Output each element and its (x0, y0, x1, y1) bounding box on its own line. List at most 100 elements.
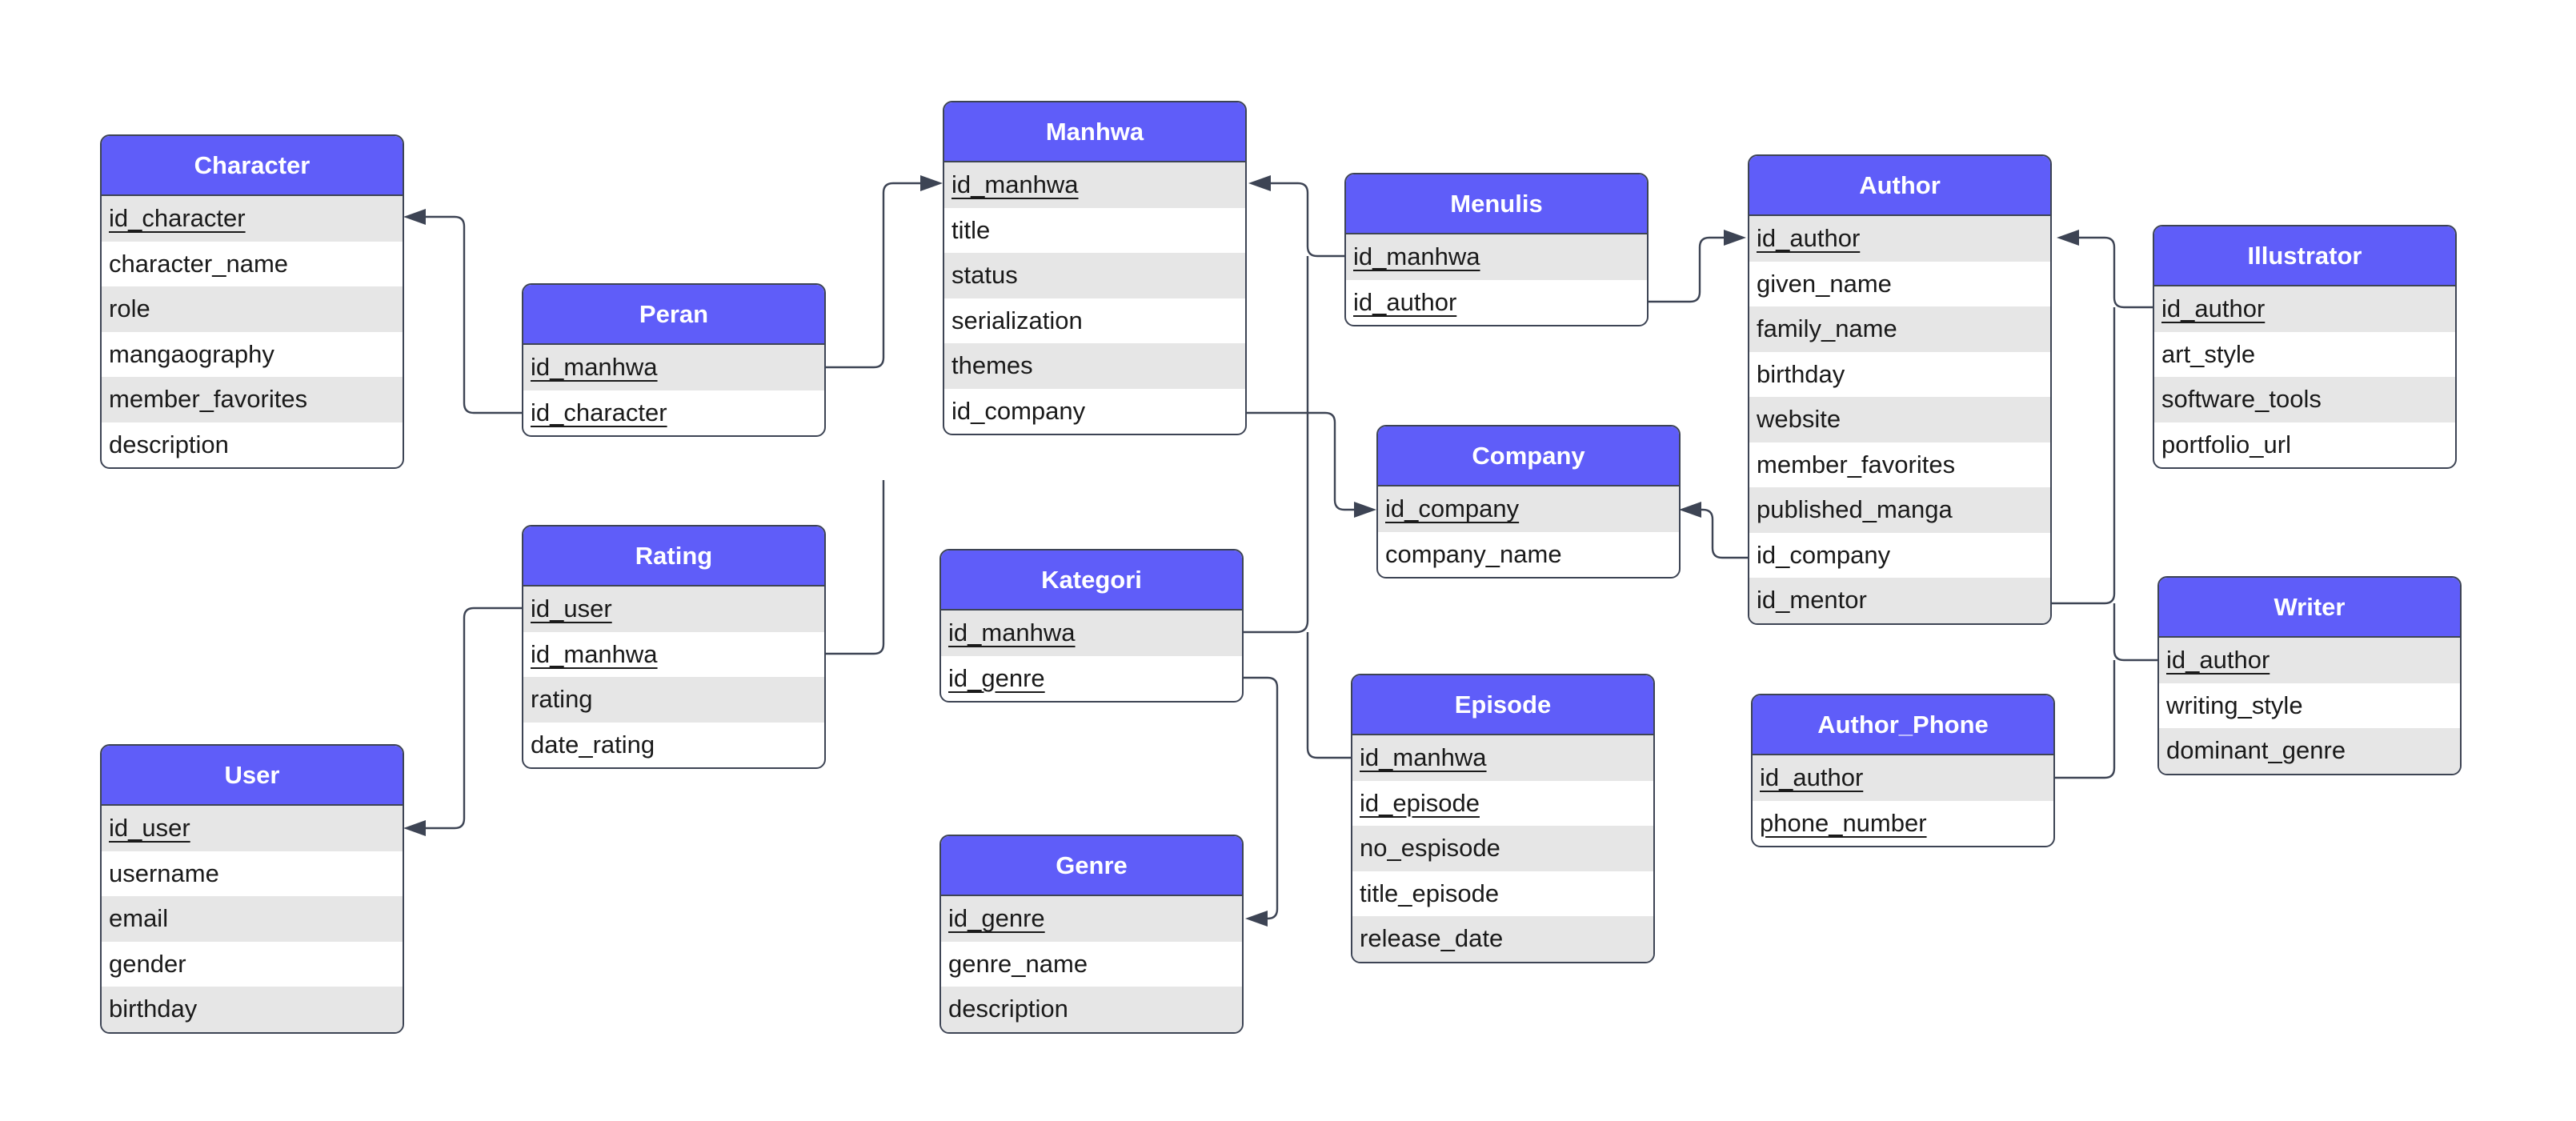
arrowhead-genre (1245, 911, 1268, 927)
arrowhead-author-from-menulis (1724, 230, 1746, 246)
field: art_style (2161, 339, 2256, 368)
arrowhead-character (403, 209, 426, 225)
entity-menulis[interactable]: Menulis id_manhwa id_author (1344, 173, 1649, 326)
entity-genre[interactable]: Genre id_genre genre_name description (939, 835, 1244, 1034)
primary-key-field: id_character (102, 196, 403, 242)
arrowhead-manhwa-from-peran (920, 175, 943, 191)
field: release_date (1352, 916, 1653, 962)
field: character_name (109, 249, 289, 278)
connector-episode-manhwa (1306, 632, 1351, 759)
field: serialization (951, 306, 1083, 334)
primary-key-field: id_genre (941, 896, 1242, 942)
primary-key-field: id_author (1753, 755, 2053, 801)
connector-manhwa-company (1247, 411, 1360, 511)
entity-title: Manhwa (944, 102, 1245, 162)
field: no_espisode (1352, 826, 1653, 871)
entity-title: Rating (523, 526, 824, 587)
primary-key-field: id_manhwa (941, 611, 1242, 656)
primary-key-field: id_manhwa (1352, 735, 1653, 781)
primary-key-field: id_author (2159, 638, 2460, 683)
entity-manhwa[interactable]: Manhwa id_manhwa title status serializat… (943, 101, 1247, 435)
primary-key-field: phone_number (1760, 808, 1927, 837)
arrowhead-manhwa-from-menulis (1248, 175, 1271, 191)
entity-title: Episode (1352, 675, 1653, 735)
primary-key-field: id_manhwa (523, 345, 824, 390)
entity-peran[interactable]: Peran id_manhwa id_character (522, 283, 826, 437)
primary-key-field: id_author (2154, 286, 2455, 332)
field: portfolio_url (2161, 430, 2291, 458)
connector-menulis-author (1649, 236, 1729, 303)
connector-menulis-manhwa (1264, 182, 1344, 258)
field: website (1749, 397, 2050, 442)
primary-key-field: id_manhwa (531, 639, 658, 668)
entity-title: Author_Phone (1753, 695, 2053, 755)
entity-user[interactable]: User id_user username email gender birth… (100, 744, 404, 1034)
entity-character[interactable]: Character id_character character_name ro… (100, 134, 404, 469)
connector-rating-manhwa (826, 480, 885, 655)
field: software_tools (2154, 377, 2455, 422)
entity-author[interactable]: Author id_author given_name family_name … (1748, 154, 2052, 625)
field: username (109, 859, 219, 887)
primary-key-field: id_manhwa (1346, 234, 1647, 280)
field: id_company (1757, 540, 1891, 569)
entity-title: Writer (2159, 578, 2460, 638)
primary-key-field: id_manhwa (944, 162, 1245, 208)
field: description (941, 987, 1242, 1032)
entity-title: User (102, 746, 403, 806)
field: birthday (1757, 359, 1845, 388)
arrowhead-company (1354, 502, 1376, 518)
field: company_name (1385, 539, 1562, 568)
entity-writer[interactable]: Writer id_author writing_style dominant_… (2157, 576, 2462, 775)
field: given_name (1757, 269, 1892, 298)
field: member_favorites (1757, 450, 1956, 478)
entity-title: Illustrator (2154, 226, 2455, 286)
field: member_favorites (102, 377, 403, 422)
arrowhead-user (403, 820, 426, 836)
connector-peran-manhwa (826, 182, 928, 369)
field: status (944, 253, 1245, 298)
connector-authorphone-author (2055, 660, 2116, 779)
connector-rating-user (416, 607, 522, 830)
connector-author-company (1695, 508, 1749, 559)
field: published_manga (1749, 487, 2050, 533)
entity-title: Genre (941, 836, 1242, 896)
connector-peran-character (416, 215, 522, 414)
primary-key-field: id_character (531, 398, 667, 426)
primary-key-field: id_user (102, 806, 403, 851)
entity-title: Kategori (941, 550, 1242, 611)
entity-author-phone[interactable]: Author_Phone id_author phone_number (1751, 694, 2055, 847)
entity-rating[interactable]: Rating id_user id_manhwa rating date_rat… (522, 525, 826, 769)
entity-title: Menulis (1346, 174, 1647, 234)
connector-writer-author (2113, 603, 2157, 662)
field: description (109, 430, 229, 458)
arrowhead-company-from-author (1679, 502, 1701, 518)
entity-title: Company (1378, 426, 1679, 486)
entity-episode[interactable]: Episode id_manhwa id_episode no_espisode… (1351, 674, 1655, 963)
field: id_company (951, 396, 1086, 425)
entity-company[interactable]: Company id_company company_name (1376, 425, 1681, 579)
field: date_rating (531, 730, 655, 759)
connector-kategori-genre (1244, 676, 1279, 920)
field: email (102, 896, 403, 942)
field: birthday (102, 987, 403, 1032)
connector-illustrator-author (2073, 236, 2153, 309)
entity-title: Author (1749, 156, 2050, 216)
connector-kategori-manhwa (1244, 256, 1309, 634)
field: themes (944, 343, 1245, 389)
arrowhead-author-from-illustrator (2057, 230, 2079, 246)
entity-illustrator[interactable]: Illustrator id_author art_style software… (2153, 225, 2457, 469)
field: genre_name (948, 949, 1088, 978)
primary-key-field: id_genre (948, 663, 1045, 692)
primary-key-field: id_author (1749, 216, 2050, 262)
entity-title: Peran (523, 285, 824, 345)
primary-key-field: id_episode (1360, 788, 1480, 817)
primary-key-field: id_user (523, 587, 824, 632)
field: rating (523, 677, 824, 723)
primary-key-field: id_company (1378, 486, 1679, 532)
field: family_name (1749, 306, 2050, 352)
field: dominant_genre (2159, 728, 2460, 774)
entity-kategori[interactable]: Kategori id_manhwa id_genre (939, 549, 1244, 703)
primary-key-field: id_author (1353, 287, 1457, 316)
field: writing_style (2166, 691, 2303, 719)
